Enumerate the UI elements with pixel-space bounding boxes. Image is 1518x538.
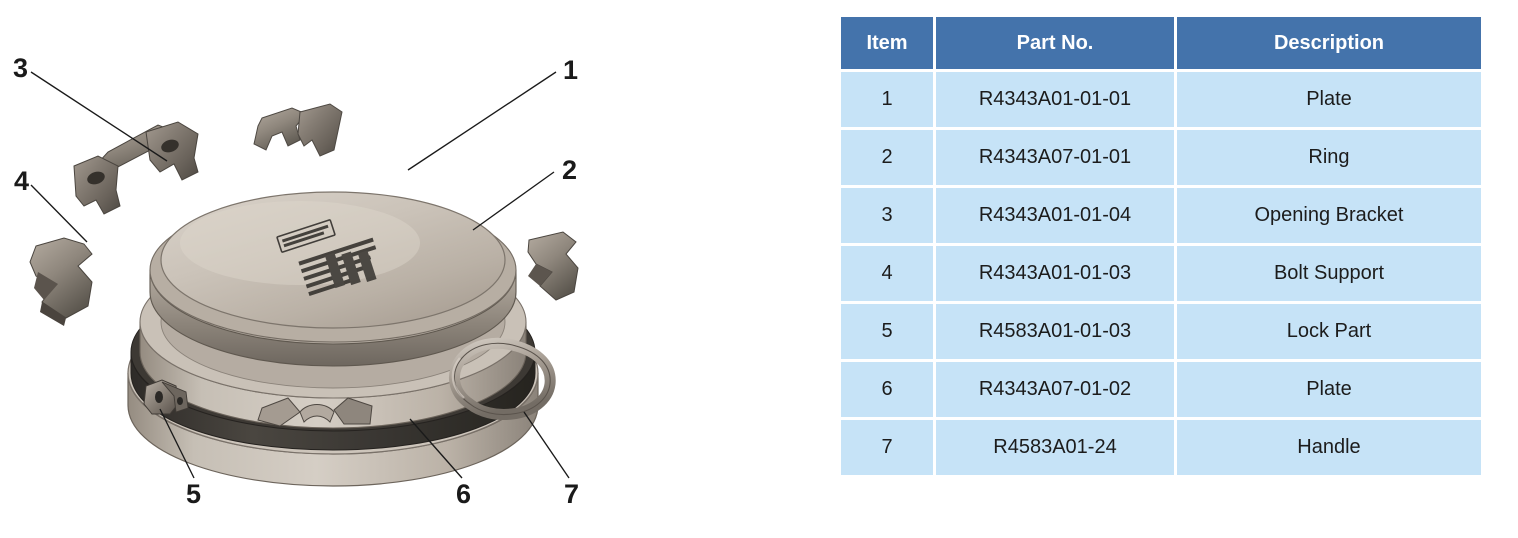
cell-part-no: R4343A01-01-04 [936, 188, 1174, 243]
cell-part-no: R4343A07-01-01 [936, 130, 1174, 185]
part-handle [449, 337, 556, 420]
cell-description: Plate [1177, 72, 1481, 127]
part-bolt-support [29, 237, 93, 326]
table-row: 3 R4343A01-01-04 Opening Bracket [841, 188, 1481, 243]
callout-number-4: 4 [14, 166, 30, 196]
part-lock-part [143, 379, 189, 415]
leader-line-7 [523, 411, 570, 479]
cell-description: Bolt Support [1177, 246, 1481, 301]
cell-item: 3 [841, 188, 933, 243]
column-header-description: Description [1177, 17, 1481, 69]
cell-part-no: R4583A01-24 [936, 420, 1174, 475]
leader-line-4 [30, 184, 88, 243]
table-row: 4 R4343A01-01-03 Bolt Support [841, 246, 1481, 301]
callout-number-3: 3 [13, 53, 29, 83]
cell-part-no: R4343A01-01-01 [936, 72, 1174, 127]
table-row: 7 R4583A01-24 Handle [841, 420, 1481, 475]
cell-item: 2 [841, 130, 933, 185]
cell-item: 5 [841, 304, 933, 359]
leader-line-6 [409, 418, 463, 479]
assembly-illustration [29, 71, 579, 487]
cell-description: Handle [1177, 420, 1481, 475]
exploded-drawing-panel: 1 2 3 4 5 6 7 [13, 53, 580, 509]
callout-number-6: 6 [456, 479, 472, 509]
table-row: 2 R4343A07-01-01 Ring [841, 130, 1481, 185]
table-row: 6 R4343A07-01-02 Plate [841, 362, 1481, 417]
lid-plate-group [149, 191, 517, 367]
cell-item: 1 [841, 72, 933, 127]
table-header-row: Item Part No. Description [841, 17, 1481, 69]
leader-line-1 [407, 71, 557, 171]
callout-number-2: 2 [562, 155, 578, 185]
cell-item: 6 [841, 362, 933, 417]
table-row: 1 R4343A01-01-01 Plate [841, 72, 1481, 127]
cell-item: 4 [841, 246, 933, 301]
table-row: 5 R4583A01-01-03 Lock Part [841, 304, 1481, 359]
lid-nameplate-engraving [276, 219, 377, 296]
callout-number-7: 7 [564, 479, 580, 509]
top-bracket-on-lid [253, 103, 343, 157]
leader-line-3 [30, 71, 168, 162]
cell-part-no: R4343A01-01-03 [936, 246, 1174, 301]
leader-line-5 [159, 408, 195, 479]
part-opening-bracket [73, 121, 199, 215]
leader-line-2 [472, 171, 555, 231]
callout-number-1: 1 [563, 55, 579, 85]
cell-description: Lock Part [1177, 304, 1481, 359]
cell-description: Plate [1177, 362, 1481, 417]
column-header-item: Item [841, 17, 933, 69]
column-header-part-no: Part No. [936, 17, 1174, 69]
cell-description: Opening Bracket [1177, 188, 1481, 243]
callout-leader-lines [30, 71, 570, 479]
cell-part-no: R4583A01-01-03 [936, 304, 1174, 359]
cell-part-no: R4343A07-01-02 [936, 362, 1174, 417]
right-bolt-support [527, 231, 579, 301]
front-lock-wedges [257, 397, 373, 427]
cell-description: Ring [1177, 130, 1481, 185]
callout-number-5: 5 [186, 479, 202, 509]
parts-list-table: Item Part No. Description 1 R4343A01-01-… [838, 14, 1484, 478]
parts-list-panel: Item Part No. Description 1 R4343A01-01-… [838, 14, 1481, 478]
cell-item: 7 [841, 420, 933, 475]
